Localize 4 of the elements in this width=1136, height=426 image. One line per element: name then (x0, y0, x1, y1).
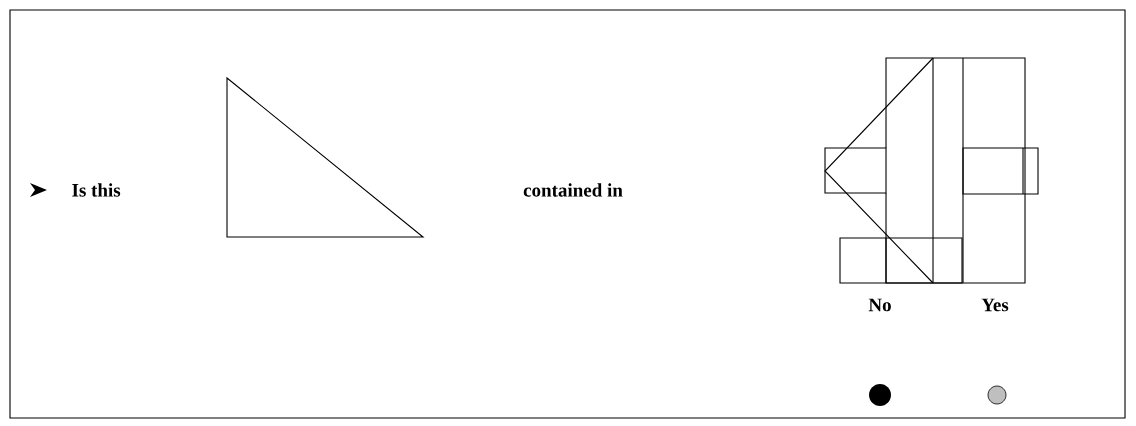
label: No (868, 298, 891, 312)
label: Is this (72, 183, 121, 197)
label: contained in (523, 183, 623, 197)
label: Yes (981, 298, 1009, 312)
